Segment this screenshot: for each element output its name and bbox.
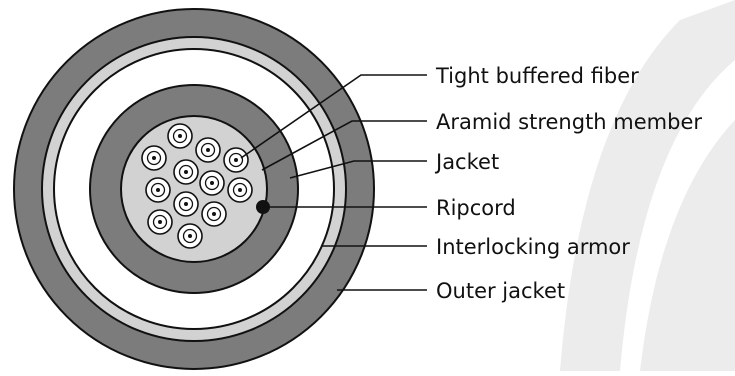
fiber-buffer-8: [232, 182, 248, 198]
label-tight-buffered-fiber: Tight buffered fiber: [435, 64, 639, 88]
fiber-core-6: [156, 188, 160, 192]
leader-line-tight-buffered-fiber: [240, 74, 427, 159]
fiber-buffer-1: [172, 128, 188, 144]
fiber-core-11: [212, 212, 216, 216]
fiber-buffer-12: [182, 228, 198, 244]
fiber-buffer-3: [200, 142, 216, 158]
fiber-core-3: [206, 148, 210, 152]
fiber-buffer-10: [152, 214, 168, 230]
fiber-core-12: [188, 234, 192, 238]
leader-lines: [240, 74, 427, 291]
fiber-core-8: [238, 188, 242, 192]
fiber-core-5: [184, 170, 188, 174]
fiber-core-7: [210, 181, 214, 185]
fiber-core-9: [184, 202, 188, 206]
fiber-core-10: [158, 220, 162, 224]
fiber-core-2: [152, 156, 156, 160]
fiber-buffer-4: [228, 152, 244, 168]
fiber-buffer-6: [150, 182, 166, 198]
fiber-buffer-7: [204, 175, 220, 191]
label-interlocking-armor: Interlocking armor: [436, 235, 630, 259]
fiber-buffer-11: [206, 206, 222, 222]
fiber-core-1: [178, 134, 182, 138]
leader-line-jacket: [289, 160, 427, 179]
fiber-buffer-9: [178, 196, 194, 212]
label-jacket: Jacket: [434, 150, 499, 174]
fiber-core-4: [234, 158, 238, 162]
tight-buffered-fibers: [141, 123, 253, 249]
fiber-buffer-2: [146, 150, 162, 166]
label-ripcord: Ripcord: [436, 196, 516, 220]
label-outer-jacket: Outer jacket: [436, 279, 565, 303]
leader-line-aramid-strength-member: [261, 120, 427, 171]
cable-cross-section: [13, 8, 375, 370]
label-aramid-strength-member: Aramid strength member: [436, 110, 702, 134]
callout-labels: Tight buffered fiber Aramid strength mem…: [434, 64, 702, 303]
fiber-buffer-5: [178, 164, 194, 180]
background-watermark: [560, 0, 735, 371]
